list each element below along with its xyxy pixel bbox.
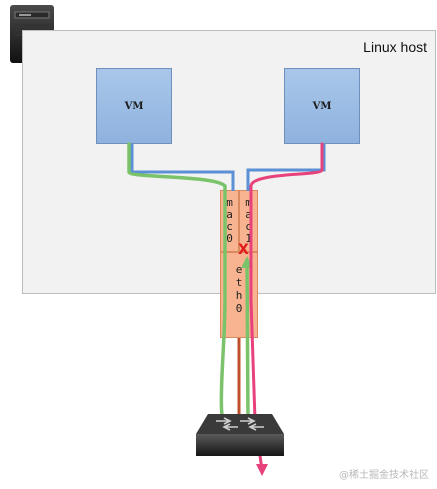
green-path [127,142,250,446]
watermark: @稀土掘金技术社区 [339,470,429,481]
vm-left-label: VM [124,100,144,112]
network-switch-icon [194,412,286,462]
pink-arrow-head [256,464,268,476]
blue-link-left [130,144,235,191]
pink-path [249,142,324,472]
host-label: Linux host [363,39,427,55]
vm-left: VM [96,68,172,144]
blocked-x-mark: X [238,242,249,258]
mac1-label: mac1 [245,196,252,245]
vm-right-label: VM [312,100,332,112]
eth0-label: eth0 [235,263,243,315]
vm-right: VM [284,68,360,144]
blue-link-right [246,144,326,191]
mac0-label: mac0 [226,196,233,245]
